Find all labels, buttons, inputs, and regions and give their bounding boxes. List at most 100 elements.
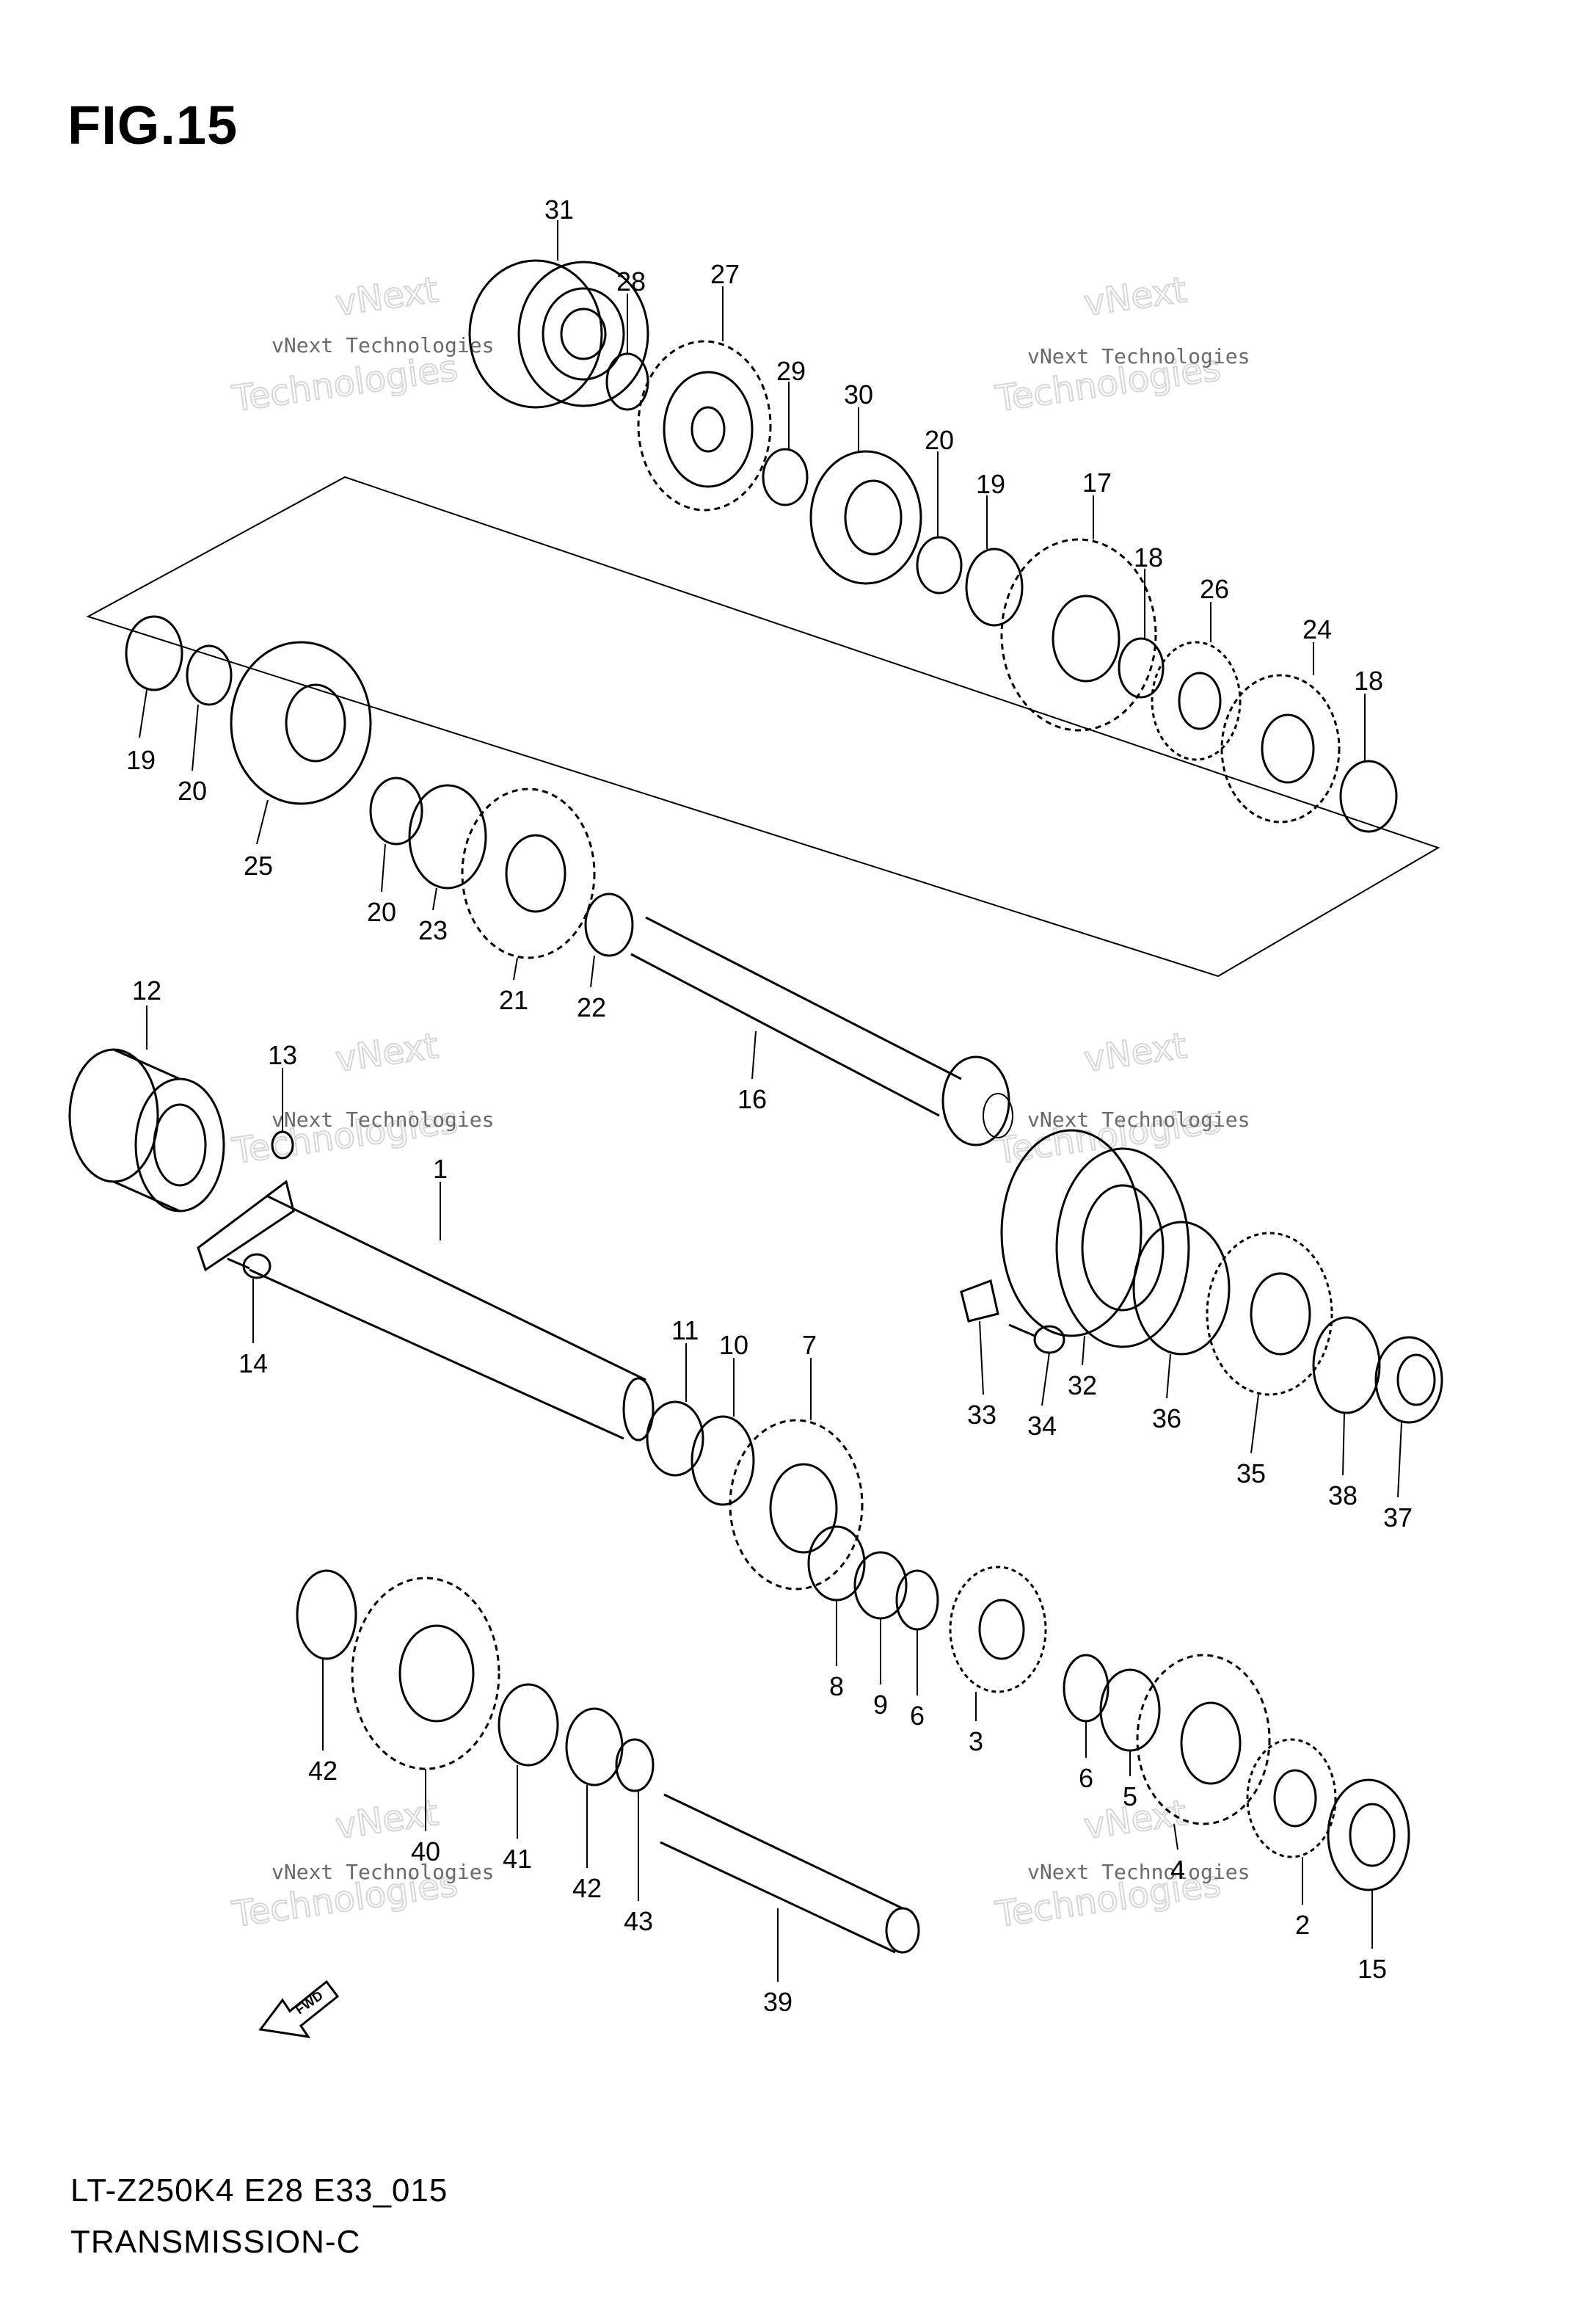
callout-23: 23 <box>418 915 448 945</box>
countershaft-16 <box>630 916 1013 1146</box>
leader-lines <box>139 220 1402 1982</box>
shaft-39 <box>660 1793 920 1954</box>
callout-25: 25 <box>244 851 273 881</box>
callout-20-top: 20 <box>925 425 954 455</box>
gear-21 <box>461 788 596 959</box>
callout-7: 7 <box>802 1330 817 1360</box>
bearing-retainer <box>197 1179 295 1272</box>
watermark-top-left: Technologies vNext vNext Technologies <box>229 269 495 421</box>
gear-3 <box>949 1566 1047 1693</box>
callout-15: 15 <box>1358 1954 1387 1984</box>
watermark-bottom-right: Technologies vNext vNext Technologies <box>992 1792 1250 1936</box>
callout-14: 14 <box>238 1348 268 1378</box>
washer-42-a <box>296 1569 357 1660</box>
washer-10 <box>690 1415 755 1506</box>
watermark-caption: vNext Technologies <box>1027 1860 1250 1884</box>
model-code: LT-Z250K4 E28 E33_015 <box>70 2173 448 2209</box>
watermark-caption: vNext Technologies <box>272 333 494 357</box>
watermark-caption: vNext Technologies <box>272 1860 494 1884</box>
callout-20-mid: 20 <box>367 897 396 927</box>
bushing-22 <box>584 893 634 957</box>
callout-28: 28 <box>616 266 646 297</box>
washer-23 <box>408 784 487 890</box>
watermark-small-text: vNext <box>333 1025 441 1080</box>
callout-34: 34 <box>1027 1411 1057 1441</box>
callout-6-a: 6 <box>910 1701 925 1731</box>
callout-10: 10 <box>719 1330 748 1360</box>
callout-29: 29 <box>776 356 806 386</box>
dog-ring-30 <box>809 450 922 585</box>
callout-19-top: 19 <box>976 469 1005 499</box>
callout-35: 35 <box>1236 1458 1266 1488</box>
watermark-small-text: vNext <box>1082 269 1189 324</box>
callout-labels: 31 28 27 29 30 20 19 17 18 26 24 18 19 2… <box>126 195 1413 2017</box>
gear-40 <box>351 1577 500 1770</box>
screw-14 <box>227 1253 272 1279</box>
callout-5: 5 <box>1123 1781 1137 1811</box>
bearing-12 <box>68 1048 225 1213</box>
washer-38 <box>1312 1316 1381 1414</box>
callout-17: 17 <box>1082 468 1112 498</box>
callout-37: 37 <box>1383 1502 1413 1533</box>
washer-5 <box>1099 1668 1161 1752</box>
bevel-gear-35 <box>1206 1232 1333 1396</box>
bearing-32 <box>1000 1129 1190 1348</box>
callout-38: 38 <box>1328 1480 1358 1511</box>
figure-title: FIG.15 <box>68 95 238 156</box>
callout-39: 39 <box>763 1987 792 2017</box>
callout-12: 12 <box>132 975 161 1006</box>
callout-13: 13 <box>268 1040 297 1070</box>
callout-42-b: 42 <box>572 1873 602 1903</box>
callout-24: 24 <box>1302 614 1332 644</box>
watermark-caption: vNext Technologies <box>1027 1108 1250 1132</box>
main-shaft-1 <box>249 1195 655 1442</box>
forward-arrow-icon: FWD <box>258 1980 340 2039</box>
callout-31: 31 <box>544 195 574 225</box>
callout-21: 21 <box>499 985 528 1015</box>
callout-20-box: 20 <box>178 776 207 806</box>
nut-37 <box>1374 1336 1443 1424</box>
callout-32: 32 <box>1068 1370 1097 1400</box>
callout-3: 3 <box>969 1726 983 1756</box>
watermark-small-text: vNext <box>333 269 441 324</box>
callout-2: 2 <box>1295 1910 1310 1940</box>
section-title: TRANSMISSION-C <box>70 2224 361 2260</box>
callout-36: 36 <box>1152 1403 1181 1433</box>
callout-8: 8 <box>829 1671 844 1701</box>
subassembly-outline <box>86 476 1440 978</box>
watermark-caption: vNext Technologies <box>272 1108 494 1132</box>
callout-19-box: 19 <box>126 745 156 775</box>
callout-41: 41 <box>503 1844 532 1874</box>
watermark-small-text: vNext <box>1082 1025 1189 1080</box>
gear-2 <box>1246 1738 1337 1858</box>
watermark-bottom-left: Technologies vNext vNext Technologies <box>229 1792 495 1936</box>
callout-16: 16 <box>737 1084 767 1114</box>
bushing-41 <box>498 1683 559 1767</box>
callout-40: 40 <box>411 1836 440 1866</box>
circlip-20-top <box>916 536 963 595</box>
bearing-15 <box>1327 1778 1410 1891</box>
callout-27: 27 <box>710 259 740 289</box>
gear-7 <box>729 1419 864 1591</box>
circlip-20-box <box>186 644 233 706</box>
washer-19-top <box>965 548 1024 627</box>
callout-43: 43 <box>624 1906 653 1936</box>
washer-19-box <box>125 615 183 691</box>
callout-26: 26 <box>1200 574 1229 604</box>
bushing-18-a <box>1118 637 1165 699</box>
callout-18-b: 18 <box>1354 666 1383 696</box>
callout-4: 4 <box>1170 1855 1185 1885</box>
circlip-43 <box>615 1738 655 1792</box>
callout-30: 30 <box>844 379 873 410</box>
circlip-11 <box>646 1400 704 1477</box>
gear-4 <box>1136 1654 1271 1825</box>
callout-18-a: 18 <box>1134 542 1163 572</box>
dog-ring-25 <box>230 641 372 805</box>
gear-17 <box>1000 538 1157 732</box>
watermark-caption: vNext Technologies <box>1027 344 1250 368</box>
retainer-33 <box>960 1279 999 1323</box>
washer-36 <box>1132 1221 1231 1356</box>
washer-29 <box>762 448 809 506</box>
watermark-large-text: Technologies <box>230 348 460 421</box>
